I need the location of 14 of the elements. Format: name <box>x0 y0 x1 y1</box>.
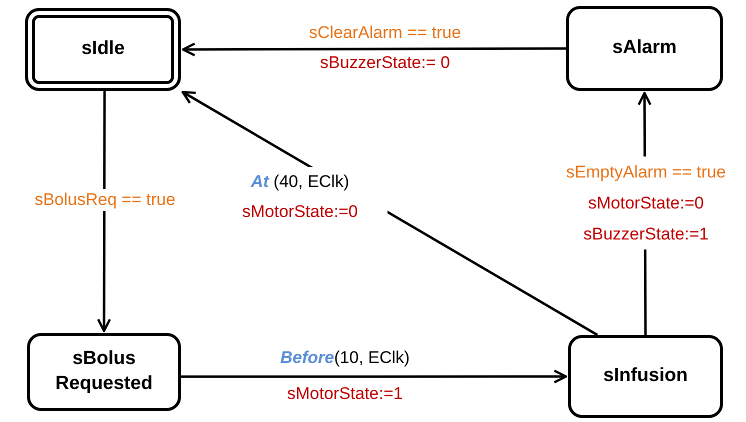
state-name: sAlarm <box>612 36 677 60</box>
state-name: sInfusion <box>603 364 688 388</box>
edge-label: sBolusReq == true <box>34 189 176 211</box>
state-name: sIdle <box>81 37 125 62</box>
state-box <box>27 333 181 411</box>
edge-label: sClearAlarm == true sBuzzerState:= 0 <box>308 22 462 74</box>
state-name: sBolus Requested <box>54 347 154 396</box>
transition-arrow <box>182 42 566 56</box>
initial-state-box <box>25 8 181 91</box>
transition-arrow <box>181 370 568 384</box>
state-box <box>568 335 723 418</box>
edge-label: Before(10, EClk) sMotorState:=1 <box>279 347 411 405</box>
state-box <box>566 6 723 91</box>
transition-arrow <box>97 91 112 332</box>
